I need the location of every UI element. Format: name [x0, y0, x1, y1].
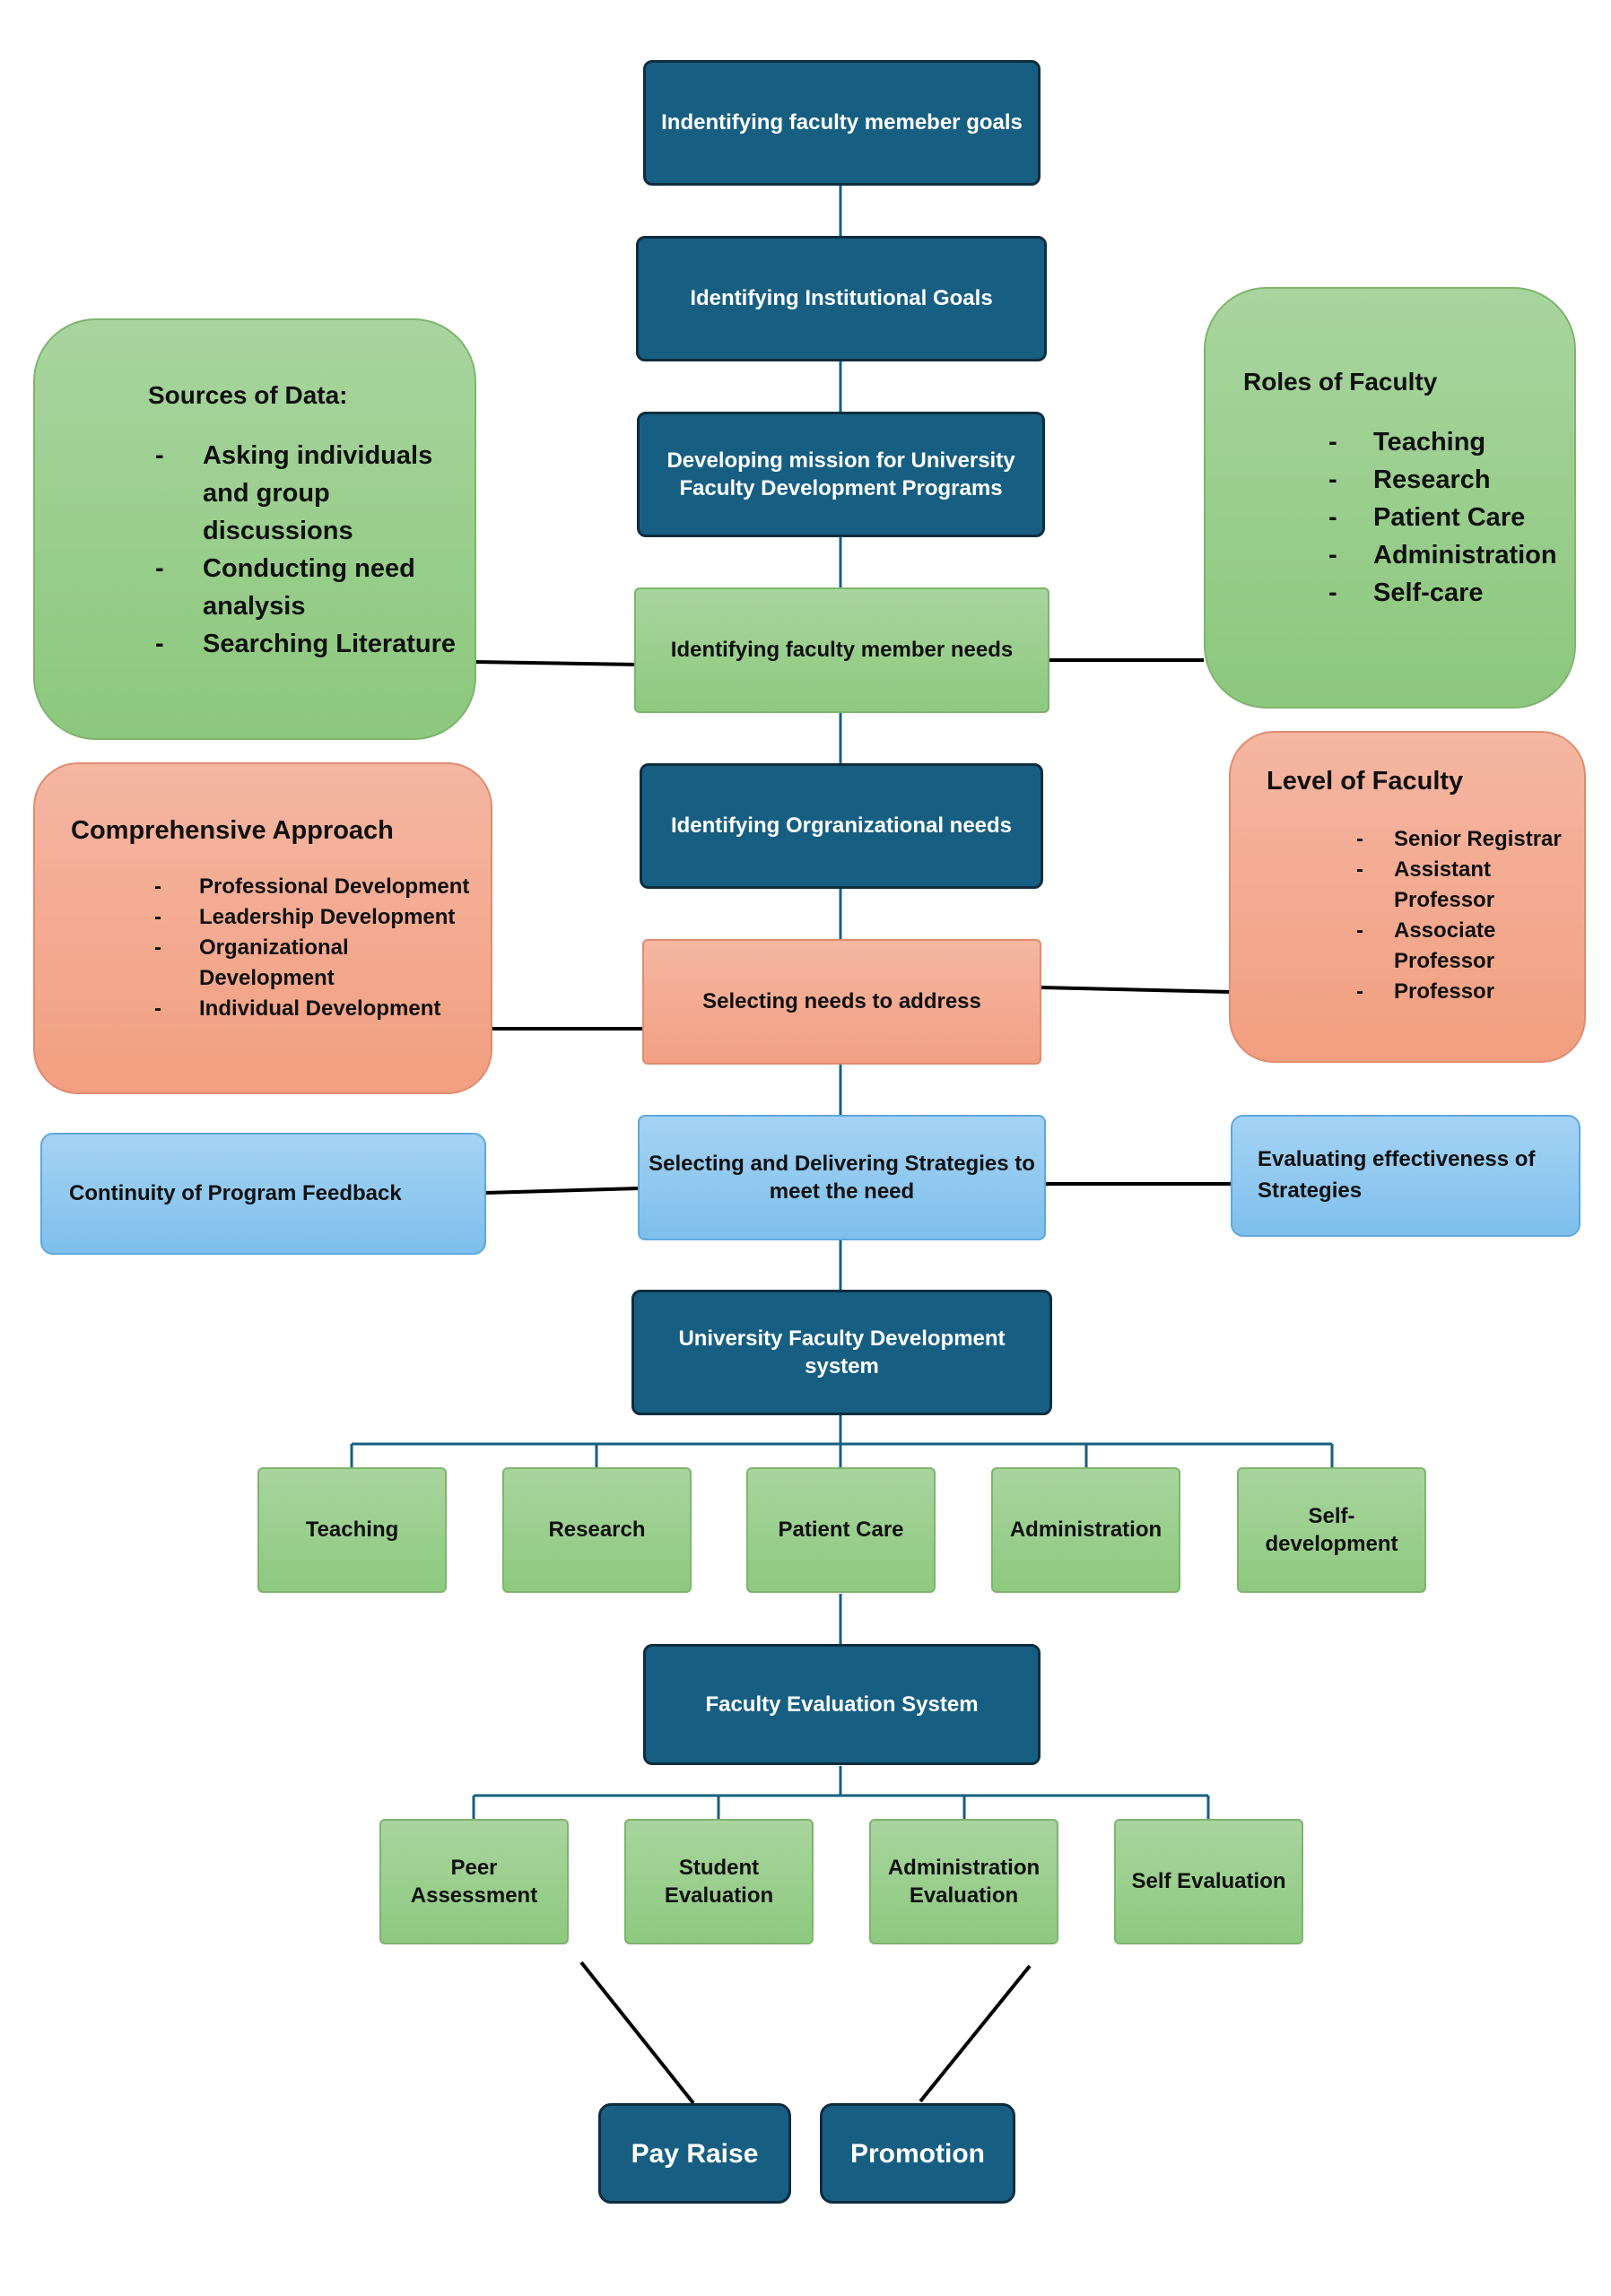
goals-institution-label: Identifying Institutional Goals [690, 286, 993, 311]
roles-item: Teaching [1328, 423, 1560, 461]
evaluation-system-box: Faculty Evaluation System [643, 1644, 1041, 1765]
level-of-faculty-panel: Level of Faculty Senior Registrar Assist… [1229, 731, 1586, 1063]
sources-item: Conducting need analysis [155, 550, 457, 625]
area-teaching-box: Teaching [257, 1467, 447, 1593]
level-item: Assistant Professor [1356, 855, 1575, 916]
mission-label: Developing mission for University Facult… [666, 448, 1015, 500]
pay-raise-box: Pay Raise [598, 2103, 791, 2204]
ufd-system-box: University Faculty Development system [631, 1290, 1052, 1415]
connector-sources-to-needs [475, 660, 640, 666]
goals-member-box: Indentifying faculty memeber goals [643, 60, 1041, 186]
area-patient-care-box: Patient Care [746, 1467, 936, 1593]
roles-of-faculty-title: Roles of Faculty [1243, 368, 1438, 396]
roles-item: Patient Care [1328, 499, 1560, 536]
area-research-box: Research [502, 1467, 692, 1593]
continuity-feedback-box: Continuity of Program Feedback [40, 1133, 486, 1255]
eval-peer-label: Peer Assessment [410, 1855, 538, 1908]
sources-item: Asking individuals and group discussions [155, 437, 457, 550]
strategies-box: Selecting and Delivering Strategies to m… [638, 1115, 1046, 1240]
evaluating-effectiveness-label: Evaluating effectiveness of Strategies [1258, 1147, 1536, 1203]
connector-peer-to-payraise [579, 1961, 695, 2105]
select-needs-box: Selecting needs to address [642, 939, 1041, 1065]
connector-level-to-select [1040, 986, 1232, 994]
org-needs-label: Identifying Orgranizational needs [670, 813, 1013, 839]
eval-self-box: Self Evaluation [1114, 1819, 1303, 1944]
goals-member-label: Indentifying faculty memeber goals [661, 110, 1023, 135]
select-needs-label: Selecting needs to address [702, 989, 981, 1014]
sources-item: Searching Literature [155, 625, 457, 663]
sources-of-data-title: Sources of Data: [148, 381, 348, 409]
area-administration-label: Administration [1009, 1518, 1163, 1543]
goals-institution-box: Identifying Institutional Goals [636, 236, 1047, 361]
eval-admin-box: Administration Evaluation [869, 1819, 1058, 1944]
area-research-label: Research [548, 1518, 646, 1543]
area-teaching-label: Teaching [305, 1518, 399, 1543]
roles-item: Self-care [1328, 574, 1560, 612]
eval-peer-box: Peer Assessment [379, 1819, 569, 1944]
roles-of-faculty-panel: Roles of Faculty Teaching Research Patie… [1204, 287, 1576, 709]
evaluation-system-label: Faculty Evaluation System [705, 1692, 979, 1717]
level-item: Senior Registrar [1356, 824, 1575, 855]
connector-continuity-to-strategies [484, 1187, 640, 1195]
level-of-faculty-list: Senior Registrar Assistant Professor Ass… [1356, 824, 1575, 1007]
sources-of-data-list: Asking individuals and group discussions… [155, 437, 457, 663]
evaluating-effectiveness-box: Evaluating effectiveness of Strategies [1231, 1115, 1581, 1237]
continuity-feedback-label: Continuity of Program Feedback [69, 1181, 402, 1205]
connector-admin-to-promotion [919, 1964, 1032, 2103]
ufd-system-label: University Faculty Development system [678, 1326, 1006, 1378]
eval-student-box: Student Evaluation [624, 1819, 814, 1944]
level-item: Professor [1356, 977, 1575, 1007]
approach-item: Leadership Development [154, 902, 470, 933]
promotion-box: Promotion [820, 2103, 1015, 2204]
member-needs-label: Identifying faculty member needs [670, 638, 1014, 663]
approach-item: Organizational Development [154, 933, 470, 994]
area-patient-care-label: Patient Care [778, 1518, 904, 1543]
comprehensive-approach-panel: Comprehensive Approach Professional Deve… [33, 762, 492, 1094]
eval-admin-label: Administration Evaluation [887, 1855, 1041, 1908]
strategies-label: Selecting and Delivering Strategies to m… [649, 1151, 1035, 1204]
area-administration-box: Administration [991, 1467, 1180, 1593]
area-self-development-label: Self-development [1265, 1503, 1398, 1556]
area-self-development-box: Self-development [1237, 1467, 1426, 1593]
roles-item: Administration [1328, 536, 1560, 574]
member-needs-box: Identifying faculty member needs [634, 587, 1049, 713]
eval-self-label: Self Evaluation [1131, 1869, 1286, 1894]
level-item: Associate Professor [1356, 916, 1575, 977]
org-needs-box: Identifying Orgranizational needs [640, 763, 1043, 889]
comprehensive-approach-list: Professional Development Leadership Deve… [154, 872, 470, 1024]
approach-item: Individual Development [154, 994, 470, 1024]
roles-of-faculty-list: Teaching Research Patient Care Administr… [1328, 423, 1560, 612]
level-of-faculty-title: Level of Faculty [1267, 767, 1464, 796]
sources-of-data-panel: Sources of Data: Asking individuals and … [33, 318, 476, 740]
promotion-label: Promotion [850, 2138, 985, 2169]
roles-item: Research [1328, 461, 1560, 499]
eval-student-label: Student Evaluation [664, 1855, 774, 1908]
approach-item: Professional Development [154, 872, 470, 902]
mission-box: Developing mission for University Facult… [637, 412, 1045, 537]
pay-raise-label: Pay Raise [631, 2138, 759, 2169]
comprehensive-approach-title: Comprehensive Approach [71, 816, 394, 845]
